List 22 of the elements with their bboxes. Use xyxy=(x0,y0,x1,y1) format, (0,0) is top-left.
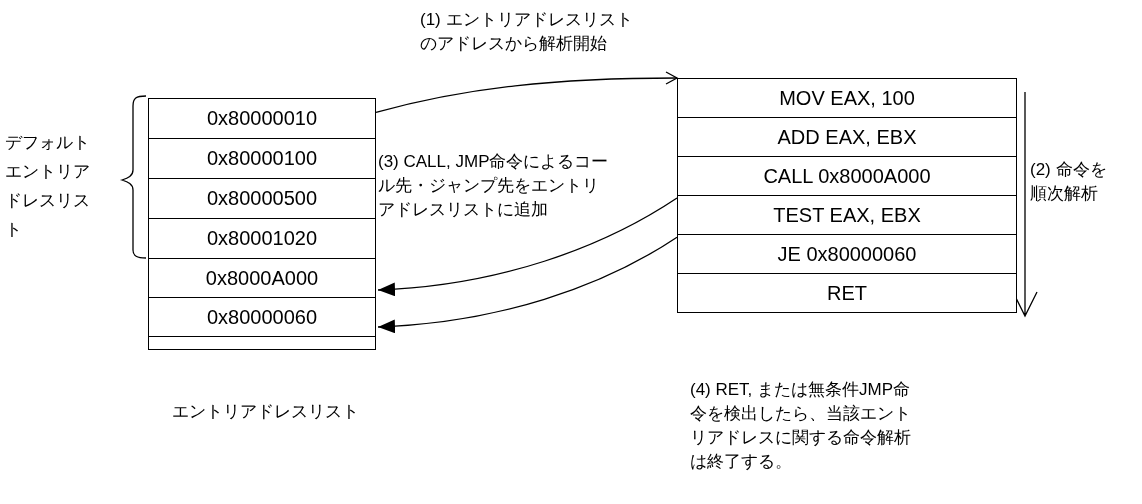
address-cell: 0x80000500 xyxy=(148,178,376,219)
bracket-label: デフォルトエントリアドレスリスト xyxy=(5,132,91,241)
address-cell: 0x80000100 xyxy=(148,138,376,179)
instruction-cell: MOV EAX, 100 xyxy=(677,78,1017,118)
address-cell: 0x8000A000 xyxy=(148,258,376,298)
arrow xyxy=(377,236,678,334)
step-note: (4) RET, または無条件JMP命令を検出したら、当該エントリアドレスに関する命令解析は終了する。 xyxy=(690,379,912,473)
empty-cell xyxy=(148,336,376,350)
instruction-cell: CALL 0x8000A000 xyxy=(677,156,1017,196)
address-cell: 0x80000010 xyxy=(148,98,376,139)
arrow xyxy=(375,71,678,113)
instruction-cell: JE 0x80000060 xyxy=(677,234,1017,274)
step-note: (2) 命令を順次解析 xyxy=(1030,159,1108,205)
arrow xyxy=(377,197,678,296)
instruction-cell: RET xyxy=(677,273,1017,313)
instruction-cell: TEST EAX, EBX xyxy=(677,195,1017,235)
list-caption: エントリアドレスリスト xyxy=(172,401,360,423)
edge-label: (3) CALL, JMP命令によるコール先・ジャンプ先をエントリアドレスリストに追加 xyxy=(378,151,610,221)
edge-label: (1) エントリアドレスリストのアドレスから解析開始 xyxy=(420,9,634,55)
address-cell: 0x80000060 xyxy=(148,297,376,337)
instruction-cell: ADD EAX, EBX xyxy=(677,117,1017,157)
address-cell: 0x80001020 xyxy=(148,218,376,259)
